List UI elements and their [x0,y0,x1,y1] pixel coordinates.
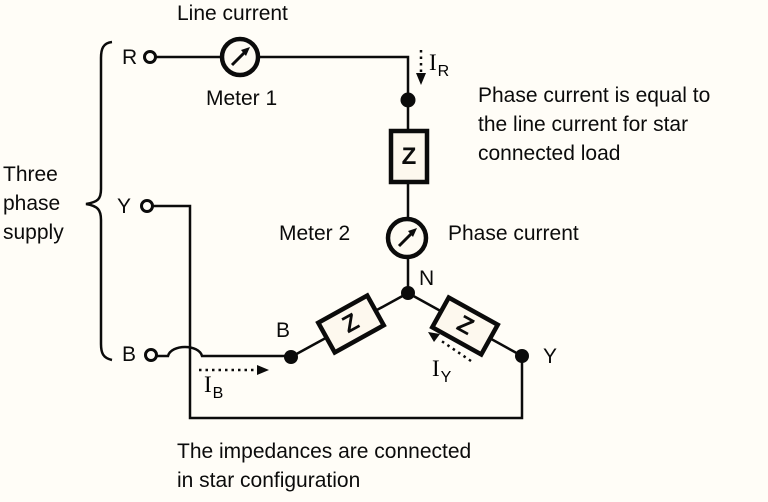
meter2-label: Meter 2 [279,222,351,245]
y-phase-wire [153,204,524,420]
n-node-label: N [419,267,435,290]
y-node-label: Y [543,345,558,368]
r-terminal-label: R [122,46,138,69]
y-terminal-label: Y [117,195,132,218]
meter1-symbol [219,36,261,78]
ib-current-arrow [199,365,269,375]
b-node-dot [284,350,298,364]
b-terminal-circle [144,348,158,362]
phase-current-note: Phase current is equal to the line curre… [478,81,710,168]
supply-label-line1: Three [3,163,58,186]
n-node-dot [401,286,415,300]
iy-symbol: I [432,356,440,381]
r-junction-dot [400,92,416,108]
meter2-needle [397,231,414,248]
impedance-box-b [315,292,387,356]
r-phase-wire [156,55,410,293]
line-current-label: Line current [177,2,288,25]
iy-subscript: Y [440,369,452,386]
supply-label-line3: supply [3,221,64,244]
y-node-dot [515,349,529,363]
phase-current-note-line3: connected load [478,142,621,165]
star-note-line2: in star configuration [177,469,361,492]
phase-current-note-line1: Phase current is equal to [478,84,711,107]
ib-symbol: I [204,372,212,397]
supply-label-line2: phase [3,192,61,215]
r-terminal-circle [143,50,157,64]
three-phase-supply-label: Three phase supply [3,160,64,247]
phase-current-note-line2: the line current for star [478,113,689,136]
b-terminal-label: B [122,343,137,366]
phase-current-label: Phase current [448,222,579,245]
star-note-line1: The impedances are connected [177,440,472,463]
meter1-needle [230,50,247,67]
star-configuration-note: The impedances are connected in star con… [177,437,471,495]
impedance-z-label-r: Z [401,143,417,170]
impedance-box-r [388,128,430,185]
meter2-needle-arrowhead [408,228,417,237]
meter1-needle-arrowhead [241,47,250,56]
ib-arrowhead [257,365,269,375]
ir-current-arrow [416,50,426,85]
ir-subscript: R [437,63,450,80]
b-node-label: B [276,319,291,342]
y-terminal-circle [140,199,154,213]
iy-current-arrow [428,332,472,363]
b-phase-wire [157,345,291,358]
meter1-label: Meter 1 [206,87,278,110]
ib-subscript: B [212,385,224,402]
supply-brace [85,40,113,362]
ib-current-label: IB [204,372,223,402]
ir-current-label: IR [429,50,449,80]
meter2-symbol [385,216,429,260]
ir-arrowhead [416,73,426,85]
impedance-box-y [429,294,501,358]
ir-symbol: I [429,50,437,75]
iy-current-label: IY [432,356,451,386]
iy-arrowhead [428,332,440,342]
